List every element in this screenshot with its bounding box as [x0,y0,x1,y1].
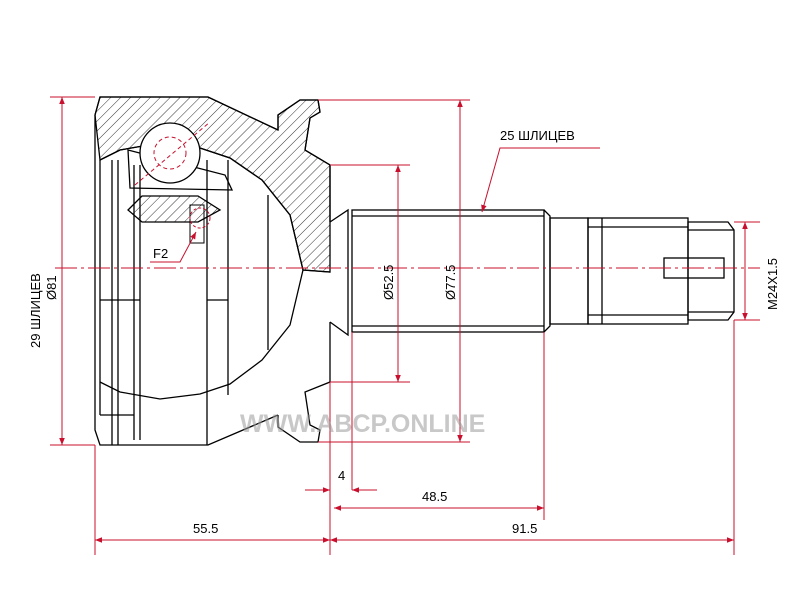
housing-outline [94,96,279,446]
f2-leader [150,231,197,263]
inner-race [127,195,222,223]
left-splines-label: 29 ШЛИЦЕВ [28,273,43,348]
boot-groove [277,99,331,443]
thread-label: M24X1.5 [765,258,780,310]
ball [139,122,201,184]
shaft-step [549,217,589,325]
thread-section [587,217,689,325]
dim-55-label: 55.5 [193,521,218,536]
shaft [302,208,735,337]
shaft-tip [687,221,735,321]
dim-4-label: 4 [338,468,345,483]
splines-leader [481,147,600,213]
spline-section [351,209,545,333]
dimensions [50,96,760,555]
d-inner-label: Ø52.5 [381,265,396,300]
left-diameter-label: Ø81 [44,275,59,300]
d-outer-label: Ø77.5 [443,265,458,300]
watermark: WWW.ABCP.ONLINE [240,410,485,438]
dim-91-label: 91.5 [512,521,537,536]
right-splines-label: 25 ШЛИЦЕВ [500,128,575,143]
f2-label: F2 [153,246,168,261]
f2-detail [189,204,205,244]
dim-48-label: 48.5 [422,489,447,504]
housing [94,96,331,446]
neck [302,208,349,337]
